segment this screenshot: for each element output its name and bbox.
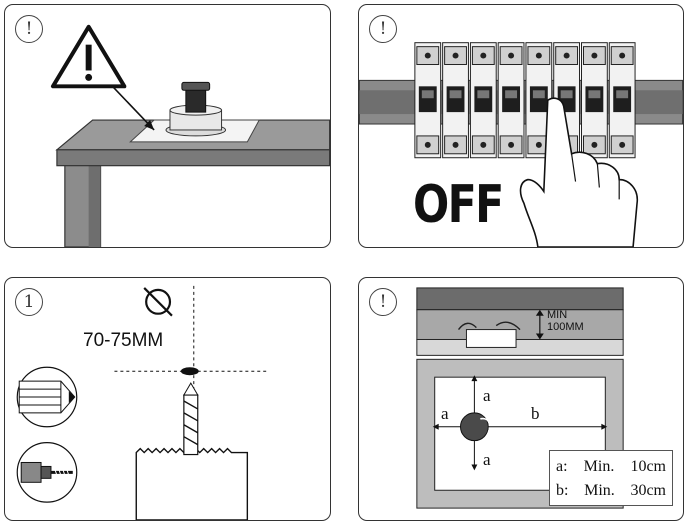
min-depth-label: MIN 100MM: [547, 309, 584, 333]
legend-value: 30cm: [630, 482, 666, 499]
panel-cutout: 1 70-75MM: [4, 277, 331, 521]
legend-row-b: b: Min. 30cm: [556, 479, 666, 503]
hand-icon: [519, 97, 639, 247]
breaker-module: [442, 42, 469, 159]
legend-word: Min.: [583, 458, 615, 475]
breaker-module: [497, 42, 525, 159]
clearance-legend: a: Min. 10cm b: Min. 30cm: [549, 450, 673, 506]
hole-saw-icon: [135, 382, 249, 520]
step-badge: 1: [15, 288, 43, 316]
min-label-line1: MIN: [547, 309, 568, 321]
dim-a-top: a: [483, 386, 491, 405]
diameter-range-label: 70-75MM: [83, 330, 164, 351]
panel-breaker-off: ! OFF: [358, 4, 684, 248]
warning-triangle-icon: [50, 24, 127, 89]
off-label: OFF: [413, 175, 504, 235]
breaker-module: [414, 42, 442, 159]
legend-key: b:: [556, 482, 569, 499]
cutout-illustration: [16, 285, 270, 520]
panel-warning-table: !: [4, 4, 331, 248]
min-label-line2: 100MM: [547, 321, 584, 333]
drill-icon: [16, 442, 78, 503]
legend-key: a:: [556, 458, 568, 475]
breaker-module: [608, 42, 636, 159]
warning-badge: !: [369, 288, 397, 316]
legend-word: Min.: [584, 482, 615, 499]
warning-badge: !: [15, 15, 43, 43]
dim-b: b: [531, 404, 540, 423]
legend-value: 10cm: [630, 458, 666, 475]
legend-row-a: a: Min. 10cm: [556, 455, 666, 479]
table-illustration: [50, 24, 330, 247]
breaker-illustration: [359, 42, 683, 247]
clearance-illustration: [416, 287, 624, 509]
panel-clearance: ! MIN 100MM a a a b a: Min. 10cm b: Min.…: [358, 277, 684, 521]
breaker-module: [469, 42, 497, 159]
pencil-icon: [16, 366, 78, 428]
warning-badge: !: [369, 15, 397, 43]
dim-a-bottom: a: [483, 450, 491, 469]
breaker-module: [581, 42, 608, 159]
dim-a-left: a: [441, 404, 449, 423]
diameter-icon: [143, 287, 173, 317]
